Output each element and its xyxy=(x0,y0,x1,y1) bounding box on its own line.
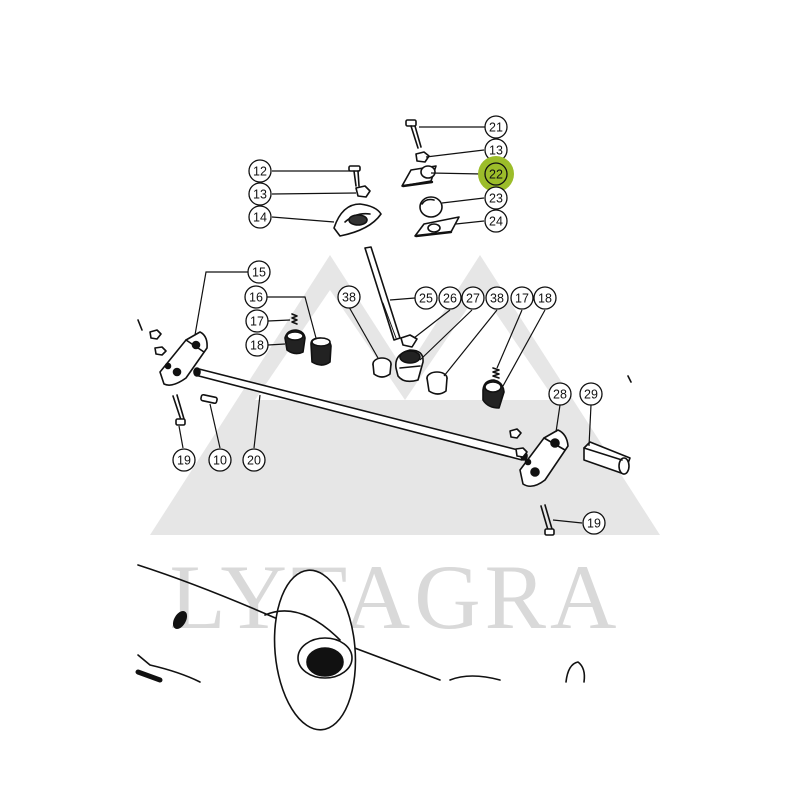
nut-13-mid xyxy=(355,185,371,198)
callout-14[interactable]: 14 xyxy=(248,205,272,229)
svg-text:13: 13 xyxy=(489,144,503,158)
watermark-text: LYTAGRA xyxy=(170,546,621,648)
callout-10[interactable]: 10 xyxy=(208,448,232,472)
bracket-28 xyxy=(519,429,569,488)
svg-text:10: 10 xyxy=(213,454,227,468)
callout-15[interactable]: 15 xyxy=(247,260,271,284)
svg-text:38: 38 xyxy=(342,291,356,305)
callout-18-left[interactable]: 18 xyxy=(245,333,269,357)
callout-26[interactable]: 26 xyxy=(438,286,462,310)
bushing-38-right xyxy=(426,371,448,395)
svg-text:17: 17 xyxy=(250,315,264,329)
callouts: 21 13 22 23 24 12 13 14 xyxy=(172,115,606,535)
bracket-22 xyxy=(401,165,437,188)
svg-text:38: 38 xyxy=(490,292,504,306)
svg-text:18: 18 xyxy=(538,292,552,306)
callout-18-right[interactable]: 18 xyxy=(533,286,557,310)
bolt-21 xyxy=(405,119,422,149)
svg-text:28: 28 xyxy=(553,388,567,402)
ball-joint-27 xyxy=(394,349,424,383)
callout-38-left[interactable]: 38 xyxy=(337,285,361,309)
callout-17-left[interactable]: 17 xyxy=(245,309,269,333)
socket-housing-14 xyxy=(333,203,382,237)
svg-text:22: 22 xyxy=(489,168,503,182)
svg-text:17: 17 xyxy=(515,292,529,306)
spring-17-right xyxy=(492,367,500,379)
spring-17-left xyxy=(291,313,298,325)
callout-28[interactable]: 28 xyxy=(548,382,572,406)
callout-25[interactable]: 25 xyxy=(414,286,438,310)
key-10 xyxy=(200,393,218,405)
callout-38-right[interactable]: 38 xyxy=(485,286,509,310)
rod-25 xyxy=(364,246,401,341)
svg-text:16: 16 xyxy=(249,291,263,305)
callout-19-right[interactable]: 19 xyxy=(582,511,606,535)
svg-text:18: 18 xyxy=(250,339,264,353)
callout-27[interactable]: 27 xyxy=(461,286,485,310)
bushing-16 xyxy=(310,337,332,366)
svg-text:29: 29 xyxy=(584,388,598,402)
svg-text:25: 25 xyxy=(419,292,433,306)
callout-29[interactable]: 29 xyxy=(579,382,603,406)
watermark: LYTAGRA xyxy=(150,255,660,648)
highlight-disc xyxy=(478,156,514,192)
svg-text:19: 19 xyxy=(177,454,191,468)
callout-21[interactable]: 21 xyxy=(484,115,508,139)
callout-16[interactable]: 16 xyxy=(244,285,268,309)
bolt-19-right xyxy=(540,504,555,536)
callout-19-left[interactable]: 19 xyxy=(172,448,196,472)
nut-right-2 xyxy=(515,447,528,458)
pin-29 xyxy=(583,441,631,475)
svg-text:23: 23 xyxy=(489,192,503,206)
bearing-18-right xyxy=(482,379,505,409)
nut-right-1 xyxy=(509,428,522,439)
svg-text:21: 21 xyxy=(489,121,503,135)
callout-12[interactable]: 12 xyxy=(248,159,272,183)
svg-text:15: 15 xyxy=(252,266,266,280)
edge-fragment-left xyxy=(137,319,632,383)
svg-text:26: 26 xyxy=(443,292,457,306)
leader-lines xyxy=(178,126,592,524)
callout-24[interactable]: 24 xyxy=(484,209,508,233)
nut-left-1 xyxy=(149,329,162,340)
svg-text:24: 24 xyxy=(489,215,503,229)
callout-17-right[interactable]: 17 xyxy=(510,286,534,310)
nut-left-2 xyxy=(154,346,167,356)
bolt-12 xyxy=(348,165,361,187)
parts xyxy=(135,119,632,731)
nut-13-top xyxy=(415,151,430,163)
nut-26 xyxy=(400,334,418,348)
bracket-15 xyxy=(159,331,208,386)
lower-assembly-partial xyxy=(135,564,586,731)
ball-23 xyxy=(419,196,443,218)
callout-20[interactable]: 20 xyxy=(242,448,266,472)
callout-13-mid[interactable]: 13 xyxy=(248,182,272,206)
svg-text:20: 20 xyxy=(247,454,261,468)
svg-text:19: 19 xyxy=(587,517,601,531)
bushing-38-left xyxy=(372,357,392,378)
bearing-18-left xyxy=(284,329,306,355)
bolt-19-left xyxy=(172,394,186,426)
callout-22-highlighted[interactable]: 22 xyxy=(478,156,514,192)
svg-text:13: 13 xyxy=(253,188,267,202)
plate-24 xyxy=(414,216,460,238)
svg-text:12: 12 xyxy=(253,165,267,179)
svg-text:27: 27 xyxy=(466,292,480,306)
callout-23[interactable]: 23 xyxy=(484,186,508,210)
svg-text:14: 14 xyxy=(253,211,267,225)
